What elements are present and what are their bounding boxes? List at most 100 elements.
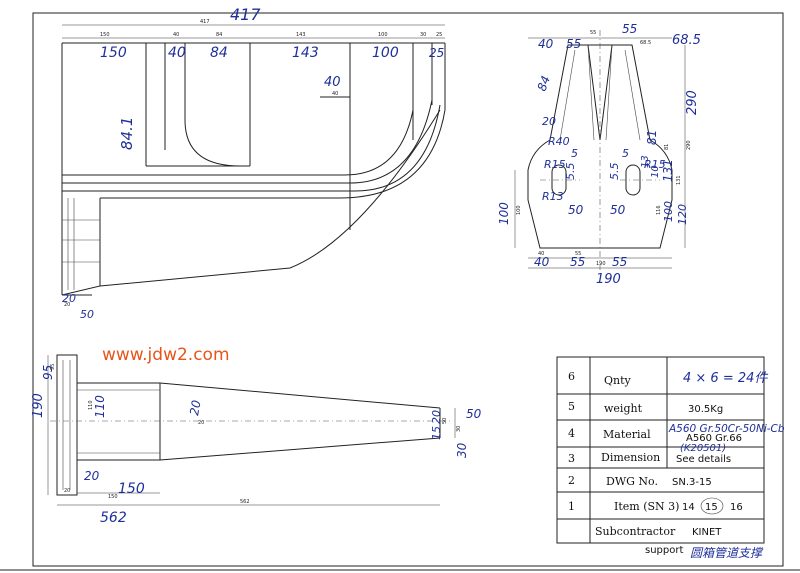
bottom-dim-95-print: 95 [50,364,56,370]
row5-num: 5 [568,400,575,413]
row6-value: 4 × 6 = 24件 [683,371,768,386]
bottom-dim-20-right: 20 [430,410,443,424]
title-block-text: 6 Qnty 4 × 6 = 24件 5 weight 30.5Kg 4 Mat… [568,370,785,560]
support-value: 圆箱管道支撑 [690,546,764,560]
bottom-dim-150: 150 [118,481,145,497]
row3-value: See details [676,454,731,465]
side-dim-55-top: 55 [622,22,637,36]
front-view-hand-dims: 417 150 40 84 143 100 25 40 84.1 20 50 [62,5,444,321]
row6-num: 6 [568,370,575,383]
side-dim-55-bottom-left: 55 [570,255,585,269]
side-dim-r15-right: R15 [644,158,666,171]
front-dim-150-print: 150 [100,32,110,38]
bottom-dim-562: 562 [100,510,127,526]
row1-num: 1 [568,500,575,513]
side-dim-r40: R40 [548,135,570,148]
side-dim-5-5-left: 5.5 [564,163,577,181]
side-dim-81: 81 [645,130,659,145]
side-dim-84: 84 [535,74,553,93]
bottom-dim-110: 110 [93,395,107,418]
bottom-dim-20-left: 20 [84,469,100,483]
side-dim-40-print: 40 [538,251,544,257]
side-dim-116-print: 116 [656,205,662,215]
front-dim-25-print: 25 [436,32,442,38]
row1-value-pre: 14 [682,502,695,513]
side-dim-5-left: 5 [571,147,578,160]
front-dim-20-print: 20 [64,302,70,308]
side-dim-100-left: 100 [497,202,511,225]
front-dim-50: 50 [80,308,94,321]
row4-value-sub: A560 Gr.66 [686,433,742,444]
side-dim-50-right: 50 [610,203,626,217]
side-dim-81-print: 81 [664,144,670,150]
side-dim-40-bottom: 40 [534,255,550,269]
side-dim-r15-left: R15 [544,158,566,171]
side-dim-13: 13 [640,155,651,168]
side-dim-68-5: 68.5 [672,33,701,48]
side-dim-50-left: 50 [568,203,584,217]
side-dim-131-print: 131 [676,175,682,185]
side-dim-190: 190 [596,272,621,287]
bottom-dim-30-print: 30 [456,426,462,432]
front-dim-100-print: 100 [378,32,388,38]
title-block [556,356,765,544]
row2-value: SN.3-15 [672,477,712,488]
front-dim-40-print: 40 [173,32,179,38]
row1-label: Item (SN 3) [614,500,679,513]
front-dim-40: 40 [168,45,186,61]
subcontractor-value: KINET [692,527,722,538]
watermark-text: www.jdw2.com [102,345,230,365]
row3-label: Dimension [601,451,660,464]
side-dim-68-5-print: 68.5 [640,40,651,46]
front-dim-40b-print: 40 [332,91,338,97]
side-dim-10: 10 [650,165,661,178]
side-dim-r13: R13 [542,190,564,203]
subcontractor-label: Subcontractor [595,525,676,538]
row1-value-circle [700,497,724,515]
side-view-print-dims: 55 68.5 290 81 131 116 100 40 55 190 [516,30,692,267]
front-dim-25: 25 [429,46,444,60]
front-view-print-dims: 417 150 40 84 143 100 30 25 40 20 [64,19,442,308]
side-dim-5-5-right: 5.5 [608,163,621,181]
side-dim-100-print: 100 [516,205,522,215]
row4-label: Material [603,428,651,441]
front-dim-30-print: 30 [420,32,426,38]
row5-value: 30.5Kg [688,404,723,415]
front-dim-100: 100 [372,45,399,61]
side-dim-120: 120 [676,204,689,225]
bottom-dim-110-print: 110 [88,400,94,410]
front-dim-417: 417 [230,5,261,24]
bottom-dim-190: 190 [31,393,46,418]
side-dim-5-right: 5 [622,147,629,160]
side-dim-100-right: 100 [662,201,675,222]
side-dim-20: 20 [542,115,556,128]
row1-value-post: 16 [730,502,743,513]
front-dim-84: 84 [210,45,228,61]
row6-label: Qnty [604,374,632,387]
bottom-view [47,354,456,506]
bottom-dim-50: 50 [466,407,482,421]
front-dim-150: 150 [100,45,127,61]
support-label: support [645,545,683,556]
row2-label: DWG No. [606,475,658,488]
bottom-dim-95: 95 [41,365,55,380]
side-dim-40-top: 40 [538,37,554,51]
row5-label: weight [604,402,643,415]
front-dim-84-1: 84.1 [118,117,136,150]
front-dim-143: 143 [292,45,319,61]
bottom-dim-20-mid: 20 [187,399,204,417]
front-dim-143-print: 143 [296,32,306,38]
bottom-dim-20b-print: 20 [64,488,70,494]
side-dim-190-print: 190 [596,261,606,267]
bottom-view-hand-dims: 95 190 110 20 20 150 562 50 30 15 20 [31,365,482,526]
bottom-dim-562-print: 562 [240,499,250,505]
side-dim-55-bottom-print: 55 [575,251,581,257]
bottom-dim-30: 30 [455,442,469,458]
side-dim-290: 290 [685,90,700,115]
bottom-view-print-dims: 95 110 20 20 150 562 50 30 [50,364,462,505]
row1-value-mid: 15 [705,502,718,513]
row2-num: 2 [568,474,575,487]
side-dim-55-top-left: 55 [566,37,581,51]
bottom-dim-150-print: 150 [108,494,118,500]
side-view-hand-dims: 55 40 55 68.5 84 290 20 R40 5 5 R15 R15 … [497,22,701,287]
